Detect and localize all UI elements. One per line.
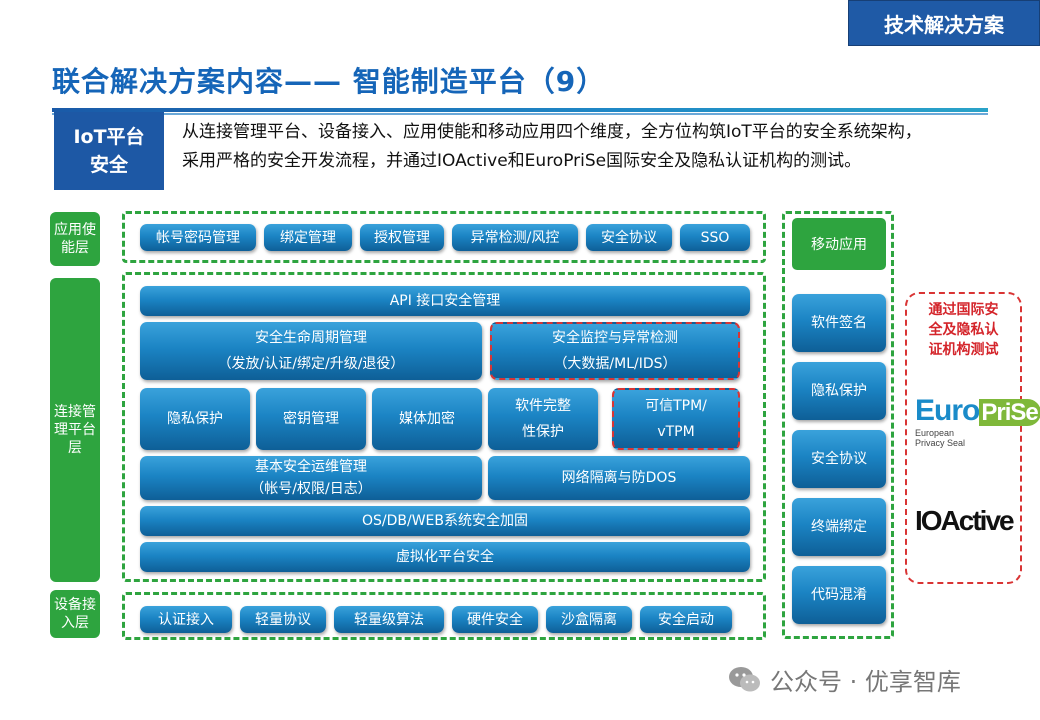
mobile-item-privacy: 隐私保护 (792, 362, 886, 420)
platform-layer-frame (122, 272, 766, 582)
europrise-logo: EuroPriSe European Privacy Seal (915, 394, 1040, 458)
tpm-line-2: vTPM (657, 424, 695, 440)
app-item-authorization: 授权管理 (360, 224, 444, 251)
device-item-lightweight-algorithm: 轻量级算法 (334, 606, 444, 633)
device-item-lightweight-protocol: 轻量协议 (240, 606, 326, 633)
layer-app-line-2: 能层 (61, 240, 89, 256)
device-item-hardware-security: 硬件安全 (452, 606, 538, 633)
wechat-icon (729, 666, 760, 691)
page-title: 联合解决方案内容—— 智能制造平台（9） (52, 65, 606, 98)
badge-line-1: IoT平台 (73, 126, 145, 148)
layer-conn-line-1: 连接管 (54, 404, 96, 420)
app-item-account-password: 帐号密码管理 (140, 224, 256, 251)
operations-detail: （帐号/权限/日志） (250, 481, 372, 497)
europrise-logo-euro: Euro (915, 394, 980, 427)
title-divider-secondary (52, 113, 988, 115)
layer-app-line-1: 应用使 (54, 222, 96, 238)
europrise-logo-prise: PriSe (979, 399, 1040, 426)
mobile-item-terminal-binding: 终端绑定 (792, 498, 886, 556)
layer-label-app: 应用使能层 (50, 212, 100, 266)
layer-dev-line-1: 设备接 (54, 597, 96, 613)
device-layer-frame (122, 592, 766, 640)
device-item-secure-boot: 安全启动 (640, 606, 732, 633)
api-security: API 接口安全管理 (140, 286, 750, 316)
europrise-sub-2: Privacy Seal (915, 438, 966, 448)
layer-dev-line-2: 入层 (61, 615, 89, 631)
software-integrity-line-2: 性保护 (522, 424, 564, 440)
security-lifecycle: 安全生命周期管理 （发放/认证/绑定/升级/退役） (140, 322, 482, 380)
app-item-anomaly-risk: 异常检测/风控 (452, 224, 578, 251)
app-item-binding: 绑定管理 (264, 224, 352, 251)
network-isolation: 网络隔离与防DOS (488, 456, 750, 500)
intro-line-2: 采用严格的安全开发流程，并通过IOActive和EuroPriSe国际安全及隐私… (182, 151, 862, 171)
badge-line-2: 安全 (89, 154, 128, 176)
trusted-tpm: 可信TPM/ vTPM (612, 388, 740, 450)
mobile-item-software-signing: 软件签名 (792, 294, 886, 352)
security-monitoring: 安全监控与异常检测 （大数据/ML/IDS） (490, 322, 740, 380)
app-item-security-protocol: 安全协议 (586, 224, 672, 251)
media-encryption: 媒体加密 (372, 388, 482, 450)
key-management: 密钥管理 (256, 388, 366, 450)
monitoring-detail: （大数据/ML/IDS） (553, 356, 677, 372)
certification-note: 通过国际安 全及隐私认 证机构测试 (908, 300, 1019, 360)
intro-text: 从连接管理平台、设备接入、应用使能和移动应用四个维度，全方位构筑IoT平台的安全… (182, 118, 1002, 176)
app-item-sso: SSO (680, 224, 750, 251)
section-tag: 技术解决方案 (848, 0, 1040, 46)
privacy-protection: 隐私保护 (140, 388, 250, 450)
watermark: 公众号 · 优享智库 (728, 662, 961, 697)
layer-label-connection: 连接管理平台层 (50, 278, 100, 582)
operations-title: 基本安全运维管理 (255, 459, 367, 475)
security-operations: 基本安全运维管理 （帐号/权限/日志） (140, 456, 482, 500)
tpm-line-1: 可信TPM/ (645, 398, 707, 414)
mobile-item-code-obfuscation: 代码混淆 (792, 566, 886, 624)
watermark-text: 公众号 · 优享智库 (770, 668, 961, 696)
ioactive-logo: IOActive (915, 505, 1015, 536)
software-integrity-line-1: 软件完整 (515, 398, 571, 414)
device-item-sandbox: 沙盒隔离 (546, 606, 632, 633)
device-item-auth-access: 认证接入 (140, 606, 232, 633)
lifecycle-title: 安全生命周期管理 (255, 330, 367, 346)
intro-line-1: 从连接管理平台、设备接入、应用使能和移动应用四个维度，全方位构筑IoT平台的安全… (182, 122, 922, 142)
certification-frame (905, 292, 1022, 584)
cert-line-2: 全及隐私认 (928, 322, 999, 338)
iot-security-badge: IoT平台 安全 (54, 112, 164, 190)
monitoring-title: 安全监控与异常检测 (552, 330, 678, 346)
os-db-web-hardening: OS/DB/WEB系统安全加固 (140, 506, 750, 536)
virtualization-security: 虚拟化平台安全 (140, 542, 750, 572)
europrise-sub-1: European (915, 428, 955, 438)
cert-line-1: 通过国际安 (928, 302, 999, 318)
software-integrity: 软件完整 性保护 (488, 388, 598, 450)
layer-label-device: 设备接入层 (50, 590, 100, 638)
mobile-app-header: 移动应用 (792, 218, 886, 270)
mobile-item-security-protocol: 安全协议 (792, 430, 886, 488)
layer-conn-line-3: 层 (68, 440, 82, 456)
cert-line-3: 证机构测试 (928, 342, 999, 358)
app-layer-frame (122, 211, 766, 263)
layer-conn-line-2: 理平台 (54, 422, 96, 438)
lifecycle-detail: （发放/认证/绑定/升级/退役） (217, 356, 405, 372)
mobile-frame (782, 211, 894, 639)
title-divider (52, 108, 988, 112)
